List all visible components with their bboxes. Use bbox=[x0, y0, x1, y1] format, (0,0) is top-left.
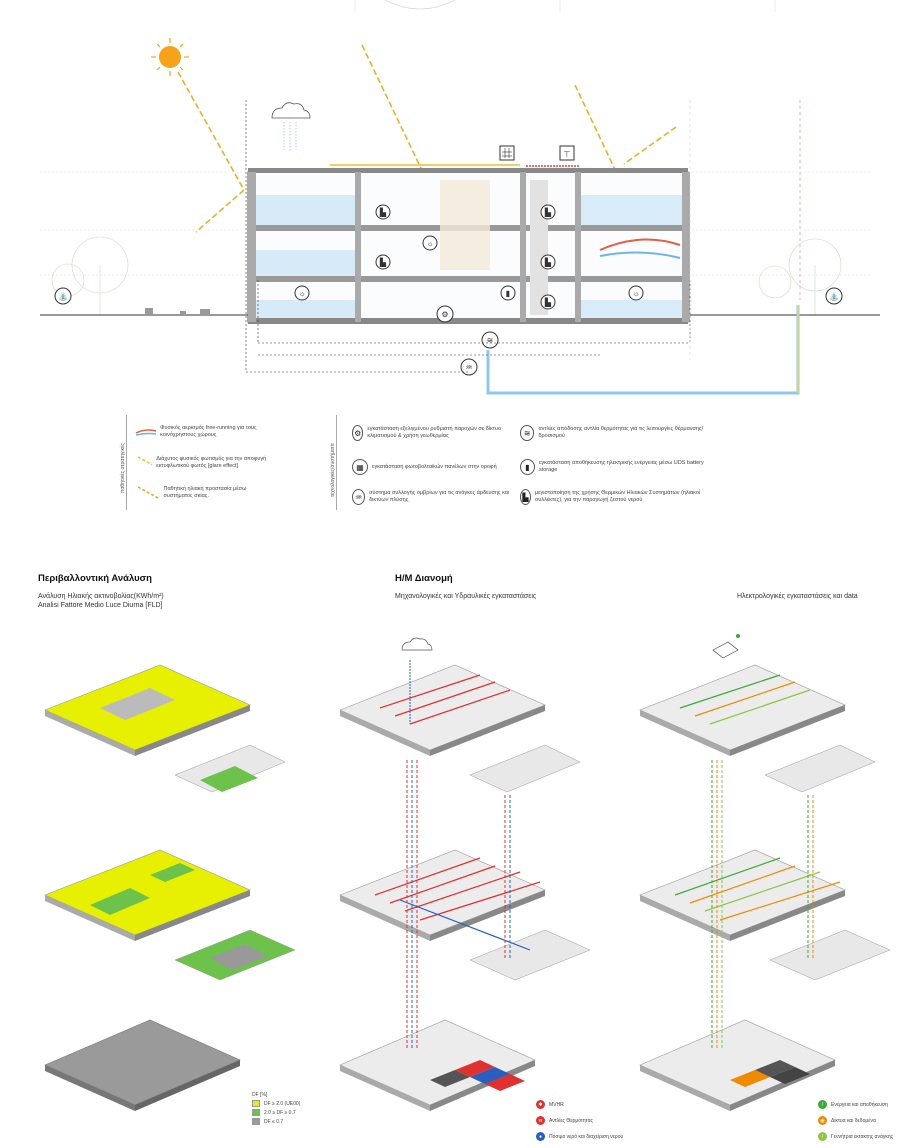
elec-legend: / Ενέργεια και αποθήκευση ◉ Δίκτυα και δ… bbox=[818, 1100, 893, 1141]
hm-section-title: Η/Μ Διανομή bbox=[395, 573, 453, 584]
mech-legend-item: ≋ Αντλίες Θερμότητας bbox=[536, 1116, 623, 1125]
passive-item-3: Παθητική ηλιακή προστασία μέσω συστήματο… bbox=[134, 485, 274, 501]
env-section-title: Περιβαλλοντική Ανάλυση bbox=[38, 573, 152, 584]
svg-text:⚙: ⚙ bbox=[441, 310, 448, 319]
hm-subtitle-elec: Ηλεκτρολογικές εγκαταστάσεις και data bbox=[737, 593, 858, 600]
mvhr-icon: ✱ bbox=[536, 1100, 545, 1109]
building-section-drawing: ⊤ ▙ ▙ ▙ ▙ ▙ ☼ ☼ ☼ ▮ ⚙ ≋ ♒ ⛲ ⛲ bbox=[40, 0, 880, 395]
tech-item-4: ≋ αντλίες απόδοσης αντλία θερμότητας για… bbox=[520, 425, 710, 441]
svg-text:☼: ☼ bbox=[632, 289, 639, 298]
passive-item-2: Διάχυτος φυσικός φωτισμός για την αποφυγ… bbox=[134, 455, 274, 471]
cloud-icon bbox=[271, 102, 311, 152]
solar-panel-icon: ▦ bbox=[352, 459, 368, 475]
tech-item-2: ▦ εγκατάσταση φωτοβολταϊκών πανέλων στην… bbox=[352, 459, 512, 475]
mech-level-top bbox=[339, 660, 581, 793]
elec-level-ground bbox=[639, 1019, 836, 1111]
solar-panel-icon bbox=[499, 145, 515, 161]
svg-text:⛲: ⛲ bbox=[829, 291, 839, 301]
df-legend-item: 2.0 ≥ DF ≥ 0.7 bbox=[252, 1109, 300, 1116]
svg-text:▙: ▙ bbox=[379, 257, 387, 267]
generator-icon: / bbox=[818, 1132, 827, 1141]
mech-cloud-icon bbox=[401, 637, 433, 651]
elec-level-top bbox=[639, 664, 876, 793]
solar-thermal-icon: ▙ bbox=[520, 489, 531, 505]
network-icon: ◉ bbox=[818, 1116, 827, 1125]
env-subtitle-2: Analisi Fattore Medio Luce Diurna [FLD] bbox=[38, 602, 163, 609]
env-level-top bbox=[44, 664, 286, 793]
mech-legend: ✱ MVHR ≋ Αντλίες Θερμότητας ● Πόσιμο νερ… bbox=[536, 1100, 623, 1141]
svg-text:☼: ☼ bbox=[426, 239, 433, 248]
battery-icon: ▮ bbox=[520, 459, 535, 475]
sun-icon bbox=[151, 38, 189, 76]
svg-text:☼: ☼ bbox=[298, 289, 305, 298]
section-legend: παθητικές στρατηγικές Φυσικός αερισμός f… bbox=[120, 415, 900, 515]
mech-legend-item: ● Πόσιμο νερό και διαχείριση νερού bbox=[536, 1132, 623, 1141]
mech-level-mid bbox=[339, 849, 591, 981]
diffuse-light-icon bbox=[137, 456, 153, 466]
df-swatch-mid bbox=[252, 1109, 260, 1116]
building-section bbox=[247, 164, 690, 324]
energy-icon: / bbox=[818, 1100, 827, 1109]
elec-solar-panel-icon bbox=[712, 634, 740, 659]
shower-icon: ⊤ bbox=[559, 145, 575, 161]
air-flow-icon bbox=[135, 429, 157, 436]
passive-item-1: Φυσικός αερισμός free-running για τους κ… bbox=[134, 425, 274, 439]
water-drop-icon: ● bbox=[536, 1132, 545, 1141]
svg-text:▙: ▙ bbox=[544, 297, 552, 307]
svg-text:▮: ▮ bbox=[506, 289, 510, 298]
watering-can-icon: ⛲ ⛲ bbox=[54, 287, 843, 305]
env-subtitle-1: Ανάλυση Ηλιακής ακτινοβολίας(KWh/m²) bbox=[38, 593, 164, 600]
svg-text:▙: ▙ bbox=[544, 257, 552, 267]
df-swatch-high bbox=[252, 1100, 260, 1107]
elec-legend-item: / Ενέργεια και αποθήκευση bbox=[818, 1100, 893, 1109]
svg-text:♒: ♒ bbox=[465, 363, 472, 372]
room-icons: ▙ ▙ ▙ ▙ ▙ ☼ ☼ ☼ ▮ ⚙ ≋ ♒ bbox=[294, 204, 644, 376]
sun-ray-icon bbox=[137, 486, 160, 500]
df-legend-item: DF ≤ 0.7 bbox=[252, 1118, 300, 1125]
env-level-mid bbox=[44, 849, 296, 981]
axonometric-diagrams bbox=[44, 634, 891, 1111]
elec-level-mid bbox=[639, 849, 891, 981]
tech-item-1: ⚙ εγκατάσταση εξελιγμένου ρυθμιστή παροχ… bbox=[352, 425, 512, 441]
heat-pump-icon: ≋ bbox=[520, 425, 535, 441]
elec-legend-item: / Γεννήτρια έκτακτης ανάγκης bbox=[818, 1132, 893, 1141]
mech-legend-item: ✱ MVHR bbox=[536, 1100, 623, 1109]
svg-text:≋: ≋ bbox=[487, 336, 494, 345]
rainwater-icon: ♒ bbox=[352, 489, 366, 505]
regulator-icon: ⚙ bbox=[352, 425, 364, 441]
svg-text:⊤: ⊤ bbox=[564, 150, 571, 159]
df-legend-item: DF ≥ 2.0 (UE00) bbox=[252, 1100, 300, 1107]
df-legend: DF [%] DF ≥ 2.0 (UE00) 2.0 ≥ DF ≥ 0.7 DF… bbox=[252, 1092, 300, 1125]
hm-subtitle-mech: Μηχανολογικές και Υδραυλικές εγκαταστάσε… bbox=[395, 593, 537, 600]
df-legend-title: DF [%] bbox=[252, 1092, 268, 1098]
mech-level-ground bbox=[339, 1019, 536, 1111]
env-level-ground bbox=[44, 1019, 241, 1111]
heat-pump-icon: ≋ bbox=[536, 1116, 545, 1125]
tech-item-3: ♒ σύστημα συλλογής ομβρίων για τις ανάγκ… bbox=[352, 489, 512, 505]
svg-text:⛲: ⛲ bbox=[58, 291, 68, 301]
svg-text:▙: ▙ bbox=[379, 207, 387, 217]
elec-legend-item: ◉ Δίκτυα και δεδομένα bbox=[818, 1116, 893, 1125]
df-swatch-low bbox=[252, 1118, 260, 1125]
tech-item-5: ▮ εγκατάσταση αποθήκευσης ηλεκτρικής ενέ… bbox=[520, 459, 710, 475]
tech-item-6: ▙ μεγιστοποίηση της χρήσης Θερμικών Ηλια… bbox=[520, 489, 710, 505]
svg-text:▙: ▙ bbox=[544, 207, 552, 217]
